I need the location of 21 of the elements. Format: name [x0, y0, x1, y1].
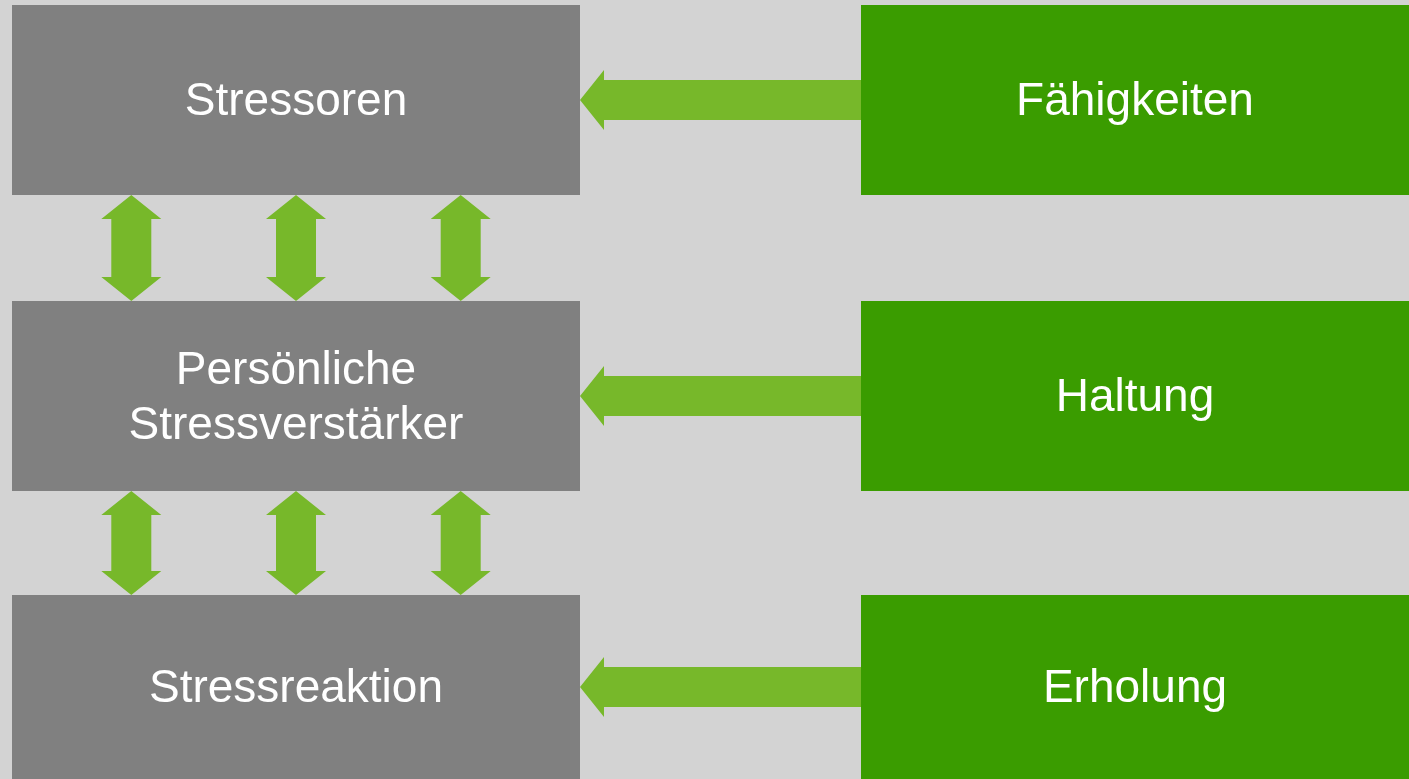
double-arrow: [430, 195, 491, 301]
box-label: Stressoren: [184, 72, 408, 128]
stress-box: [12, 301, 580, 491]
arrow: [580, 366, 861, 426]
double-arrow: [101, 195, 162, 301]
resource-box: [861, 595, 1409, 779]
resource-box: [861, 5, 1409, 195]
box-label: Erholung: [1042, 659, 1228, 715]
double-arrow: [101, 491, 162, 595]
box-label: Fähigkeiten: [1016, 72, 1254, 128]
stress-box: [12, 595, 580, 779]
arrow: [580, 657, 861, 717]
double-arrow: [430, 491, 491, 595]
box-label: Persönliche Stressverstärker: [127, 340, 465, 451]
box-label: Haltung: [1055, 368, 1215, 424]
resource-box: [861, 301, 1409, 491]
box-label: Stressreaktion: [149, 659, 443, 715]
stress-box: [12, 5, 580, 195]
double-arrow: [266, 491, 326, 595]
double-arrow: [266, 195, 326, 301]
arrow: [580, 70, 861, 130]
